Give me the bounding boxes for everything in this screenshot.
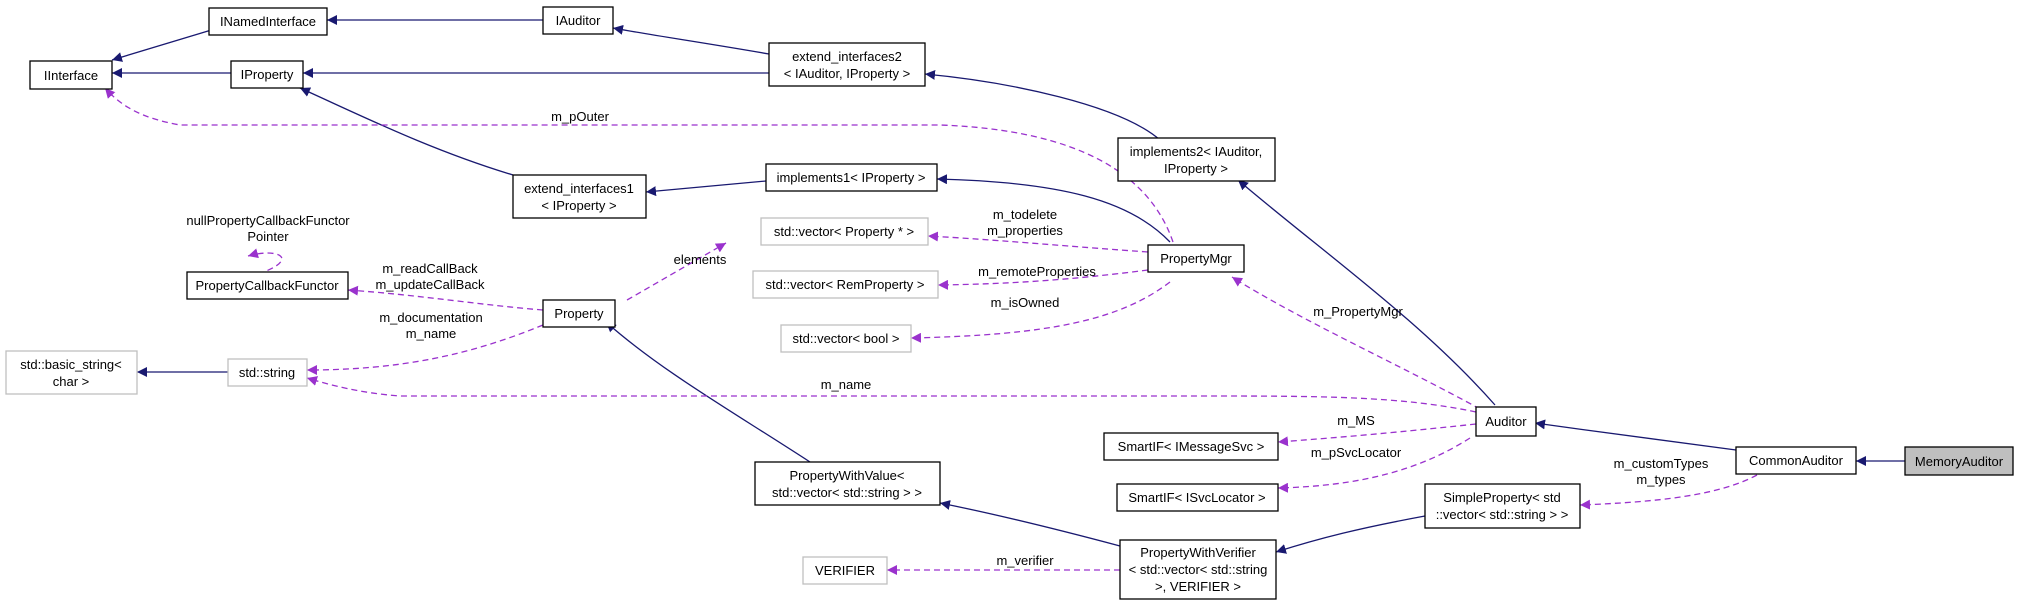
label-m-psvclocator: m_pSvcLocator [1311,445,1402,460]
svg-text:SmartIF< IMessageSvc >: SmartIF< IMessageSvc > [1118,439,1265,454]
svg-text:VERIFIER: VERIFIER [815,563,875,578]
node-commonauditor[interactable]: CommonAuditor [1735,446,1857,475]
label-m-verifier: m_verifier [996,553,1054,568]
label-is-owned: m_isOwned [991,295,1060,310]
node-smartif-imessagesvc[interactable]: SmartIF< IMessageSvc > [1103,432,1279,461]
node-implements1[interactable]: implements1< IProperty > [765,163,938,192]
edge-auditor-to-implements2 [1237,179,1496,406]
node-vector-property-ptr[interactable]: std::vector< Property * > [760,217,929,246]
edge-commonauditor-to-auditor [1534,419,1737,451]
svg-text:Auditor: Auditor [1485,414,1527,429]
svg-text:PropertyWithVerifier< std::vec: PropertyWithVerifier< std::vector< std::… [1129,545,1268,594]
node-propertywithverifier[interactable]: PropertyWithVerifier< std::vector< std::… [1119,539,1277,600]
edge-propertymgr-to-vector-bool [910,281,1171,343]
svg-text:SimpleProperty< std::vector< s: SimpleProperty< std::vector< std::string… [1436,490,1569,522]
inheritance-edges [111,15,1905,554]
edge-inamedinterface-to-iinterface [111,27,219,62]
svg-text:implements2< IAuditor,IPropert: implements2< IAuditor,IProperty > [1130,144,1263,176]
edge-implements2-to-extend-interfaces2 [924,69,1161,141]
edge-extend-interfaces1-to-iproperty [299,87,514,176]
svg-text:PropertyCallbackFunctor: PropertyCallbackFunctor [195,278,339,293]
label-m-pouter: m_pOuter [551,109,609,124]
label-remote-properties: m_remoteProperties [978,264,1096,279]
svg-text:std::vector< Property * >: std::vector< Property * > [774,224,914,239]
edge-commonauditor-to-simpleproperty [1579,474,1758,510]
edge-propertymgr-to-vector-remproperty [937,269,1149,290]
edge-extend-interfaces2-to-iauditor [612,24,770,55]
svg-text:extend_interfaces2< IAuditor,: extend_interfaces2< IAuditor, IProperty … [784,49,910,81]
nodes: IInterface INamedInterface IProperty IAu… [5,6,2014,600]
usage-edges [104,87,1758,575]
node-vector-bool[interactable]: std::vector< bool > [780,324,912,353]
node-iauditor[interactable]: IAuditor [542,6,614,35]
node-implements2[interactable]: implements2< IAuditor,IProperty > [1117,137,1276,182]
node-extend-interfaces2[interactable]: extend_interfaces2< IAuditor, IProperty … [768,42,926,87]
node-smartif-isvclocator[interactable]: SmartIF< ISvcLocator > [1116,483,1279,512]
edge-auditor-to-smartif-isvclocator [1277,437,1471,493]
svg-text:IProperty: IProperty [241,67,294,82]
svg-text:extend_interfaces1< IProperty: extend_interfaces1< IProperty > [524,181,634,213]
svg-text:std::vector< RemProperty >: std::vector< RemProperty > [766,277,925,292]
edge-propertywithvalue-to-property [605,321,811,463]
svg-text:IInterface: IInterface [44,68,98,83]
svg-text:std::string: std::string [239,365,295,380]
edge-auditor-to-propertymgr [1231,276,1481,410]
node-inamedinterface[interactable]: INamedInterface [208,7,328,36]
svg-text:INamedInterface: INamedInterface [220,14,316,29]
node-auditor[interactable]: Auditor [1475,406,1537,437]
svg-text:MemoryAuditor: MemoryAuditor [1915,454,2004,469]
edge-self-callback-functor-pointer [247,248,283,275]
node-std-basic-string[interactable]: std::basic_string<char > [5,350,138,395]
edge-propertymgr-m-pouter-to-iinterface [104,87,1174,243]
node-extend-interfaces1[interactable]: extend_interfaces1< IProperty > [512,174,647,219]
svg-text:Property: Property [554,306,604,321]
edge-property-to-propertycallbackfunctor [347,285,544,311]
node-memoryauditor[interactable]: MemoryAuditor [1904,446,2014,476]
node-propertycallbackfunctor[interactable]: PropertyCallbackFunctor [186,271,349,300]
edge-propertymgr-to-implements1 [936,174,1171,243]
node-propertywithvalue[interactable]: PropertyWithValue<std::vector< std::stri… [754,461,941,506]
label-m-name: m_name [821,377,872,392]
edge-simpleproperty-to-propertywithverifier [1275,515,1426,554]
node-propertymgr[interactable]: PropertyMgr [1147,244,1245,273]
svg-text:PropertyWithValue<std::vector<: PropertyWithValue<std::vector< std::stri… [772,468,922,500]
node-verifier[interactable]: VERIFIER [802,556,888,585]
svg-text:implements1< IProperty >: implements1< IProperty > [777,170,926,185]
node-property[interactable]: Property [542,299,616,328]
node-vector-remproperty[interactable]: std::vector< RemProperty > [752,270,939,299]
svg-text:PropertyMgr: PropertyMgr [1160,251,1232,266]
svg-text:std::vector< bool >: std::vector< bool > [793,331,900,346]
node-iproperty[interactable]: IProperty [230,60,304,89]
edge-property-to-vector-property-ptr [626,242,727,301]
label-m-propertymgr: m_PropertyMgr [1313,304,1403,319]
svg-text:SmartIF< ISvcLocator >: SmartIF< ISvcLocator > [1128,490,1265,505]
edge-propertywithverifier-to-propertywithvalue [939,500,1121,547]
svg-text:CommonAuditor: CommonAuditor [1749,453,1844,468]
edge-auditor-to-smartif-imessagesvc [1277,423,1477,447]
node-simpleproperty[interactable]: SimpleProperty< std::vector< std::string… [1424,483,1581,529]
svg-text:std::basic_string<char >: std::basic_string<char > [20,357,122,389]
edge-propertymgr-to-vector-property-ptr [927,231,1149,253]
node-iinterface[interactable]: IInterface [29,60,113,90]
edge-implements1-to-extend-interfaces1 [645,180,767,197]
edge-property-to-std-string [306,324,544,375]
label-elements: elements [674,252,727,267]
svg-text:IAuditor: IAuditor [556,13,601,28]
label-m-ms: m_MS [1337,413,1375,428]
edge-auditor-m-name-to-std-string [306,376,1477,413]
node-std-string[interactable]: std::string [227,358,308,387]
